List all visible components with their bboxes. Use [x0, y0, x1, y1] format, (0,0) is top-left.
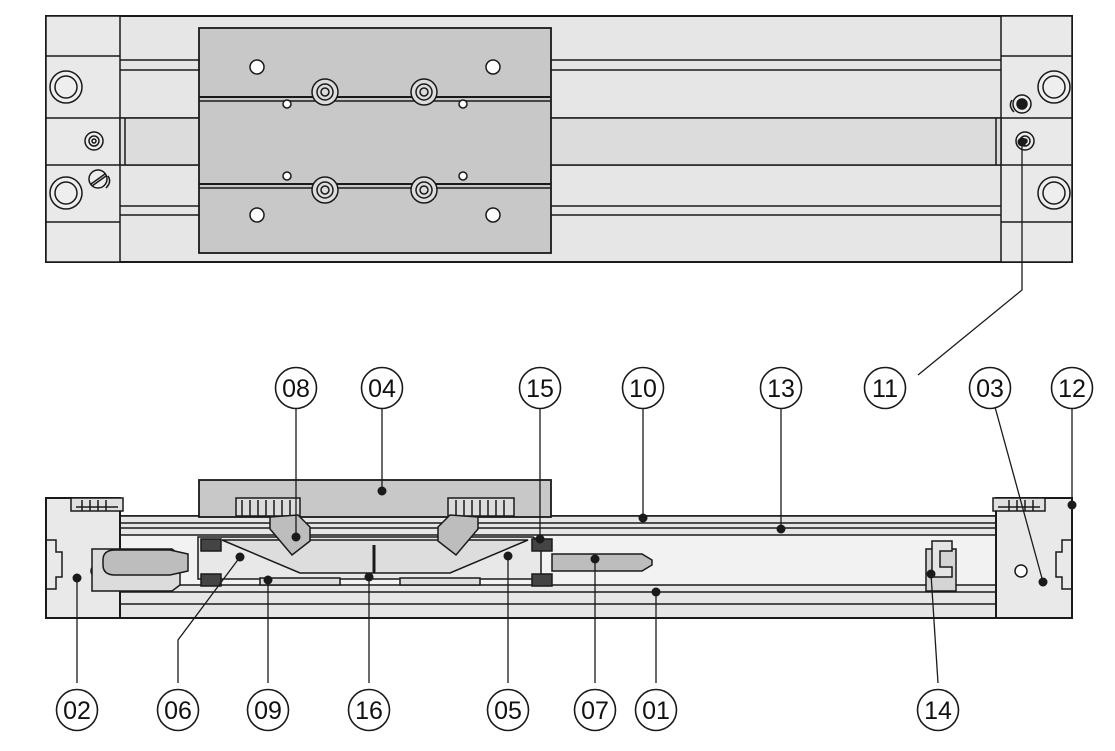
cushion-spear-right — [551, 553, 653, 572]
callout-11: 11 — [863, 366, 907, 410]
callout-label: 08 — [282, 375, 310, 403]
callout-05: 05 — [486, 688, 530, 732]
carriage-hole — [485, 59, 501, 75]
callout-label: 01 — [642, 697, 670, 725]
callout-label: 14 — [924, 697, 952, 725]
carriage-hole — [249, 59, 265, 75]
air-port — [84, 131, 104, 151]
piston-seal — [200, 573, 222, 587]
carriage-pin-hole — [458, 99, 468, 109]
leader-lines — [76, 142, 1073, 684]
callout-label: 02 — [63, 697, 91, 725]
carriage-screw — [410, 176, 438, 204]
callout-13: 13 — [759, 366, 803, 410]
piston-seal — [531, 573, 553, 587]
callout-label: 07 — [581, 697, 609, 725]
leader-line-14 — [930, 573, 939, 684]
cushion-adjust-screw — [88, 169, 111, 189]
carriage-hole — [249, 207, 265, 223]
callout-10: 10 — [621, 366, 665, 410]
carriage-screw — [410, 78, 438, 106]
right-end-cap — [995, 497, 1073, 619]
callout-label: 13 — [767, 375, 795, 403]
leader-line-03 — [994, 406, 1044, 583]
top-view — [45, 15, 1073, 263]
section-view — [45, 479, 1073, 619]
callout-label: 16 — [355, 697, 383, 725]
callout-label: 10 — [629, 375, 657, 403]
band-ramp-left — [269, 514, 311, 557]
callout-label: 06 — [164, 697, 192, 725]
piston-seal — [200, 538, 222, 552]
callout-label: 15 — [526, 375, 554, 403]
top-right-end-cap — [1000, 15, 1073, 263]
callout-04: 04 — [360, 366, 404, 410]
callout-label: 09 — [254, 697, 282, 725]
callout-label: 04 — [368, 375, 396, 403]
end-cap-screw — [1037, 70, 1071, 104]
end-cap-screw — [49, 70, 83, 104]
carriage-screw — [311, 78, 339, 106]
carriage-pin-hole — [282, 99, 292, 109]
callout-label: 05 — [494, 697, 522, 725]
carriage-hole — [485, 207, 501, 223]
leader-line-06 — [177, 556, 241, 683]
callout-02: 02 — [55, 688, 99, 732]
carriage-screw — [311, 176, 339, 204]
carriage-pin-hole — [282, 171, 292, 181]
top-left-end-cap — [45, 15, 121, 263]
cushion-spear-left — [102, 549, 189, 576]
end-cap-screw — [1037, 176, 1071, 210]
callout-01: 01 — [634, 688, 678, 732]
callout-14: 14 — [916, 688, 960, 732]
callout-08: 08 — [274, 366, 318, 410]
leader-line-11 — [917, 142, 1023, 376]
callout-12: 12 — [1050, 366, 1094, 410]
callout-06: 06 — [156, 688, 200, 732]
barrel-bottom-wall — [117, 584, 999, 619]
callout-09: 09 — [246, 688, 290, 732]
callout-label: 12 — [1058, 375, 1086, 403]
callout-03: 03 — [968, 366, 1012, 410]
leader-dots — [72, 137, 1077, 597]
callout-15: 15 — [518, 366, 562, 410]
callout-label: 03 — [976, 375, 1004, 403]
end-cap-screw — [49, 176, 83, 210]
callout-label: 11 — [872, 375, 898, 403]
callout-16: 16 — [347, 688, 391, 732]
carriage-pin-hole — [458, 171, 468, 181]
barrel-top-wall — [117, 515, 999, 536]
callout-07: 07 — [573, 688, 617, 732]
cushion-adjust-screw — [1009, 94, 1032, 114]
band-ramp-right — [437, 514, 479, 557]
